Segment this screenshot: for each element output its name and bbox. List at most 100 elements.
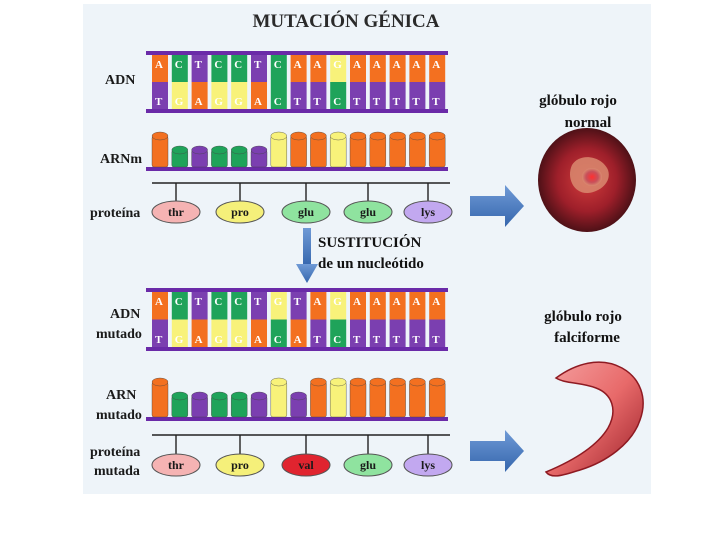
mutated-bottom-base-letter: T — [432, 334, 440, 346]
mutated-rna-base-cap — [171, 391, 189, 401]
sickle-cell-label-2: falciforme — [554, 330, 620, 346]
mutated-top-base — [152, 292, 168, 320]
normal-top-base — [369, 55, 386, 82]
normal-bottom-base-letter: C — [333, 96, 341, 108]
mutated-rna-base-cap — [151, 377, 169, 387]
normal-top-base-letter: A — [353, 59, 361, 71]
normal-bottom-base — [369, 82, 386, 109]
normal-rna-base-cap — [349, 131, 367, 141]
mutated-rna-base — [369, 381, 386, 418]
normal-bottom-base — [350, 82, 366, 109]
mutated-rna-base-cap — [191, 391, 208, 401]
mutated-top-base — [369, 292, 386, 320]
mutated-bottom-base-letter: C — [333, 334, 341, 346]
mutated-rna-base — [349, 381, 367, 418]
normal-bottom-base — [290, 82, 307, 109]
sickle-red-blood-cell — [544, 361, 644, 477]
mutated-rna-base-cap — [290, 391, 307, 401]
normal-top-base-letter: T — [195, 59, 203, 71]
mutated-top-base — [310, 292, 327, 320]
mutated-rna-base — [389, 381, 406, 418]
arrow-to-normal-cell — [470, 185, 524, 227]
mutated-amino-acid-label: glu — [360, 458, 376, 472]
normal-top-base — [211, 55, 228, 82]
mutated-bottom-base-letter: A — [294, 334, 302, 346]
normal-top-base-letter: A — [432, 59, 440, 71]
mutated-top-base — [409, 292, 426, 320]
normal-rna-base — [270, 135, 287, 168]
normal-rna-base-cap — [369, 131, 386, 141]
mutated-rna-base — [330, 381, 347, 418]
normal-rna-backbone — [146, 167, 448, 171]
mutated-top-base-letter: A — [373, 296, 381, 308]
mutated-bottom-base — [171, 319, 188, 347]
mutated-top-base-letter: G — [333, 296, 342, 308]
normal-bottom-base — [330, 82, 347, 109]
mutated-top-base-letter: A — [393, 296, 401, 308]
normal-red-blood-cell — [538, 128, 636, 232]
mutated-dna-label-1: ADN — [110, 307, 140, 322]
mutated-bottom-base — [211, 319, 228, 347]
mutated-top-base-letter: C — [234, 296, 242, 308]
mutated-rna-base-cap — [369, 377, 386, 387]
mutated-rna-base-cap — [250, 391, 268, 401]
normal-top-base-letter: T — [254, 59, 262, 71]
mutated-bottom-base-letter: T — [155, 334, 163, 346]
normal-rna-base — [310, 135, 327, 168]
normal-amino-acid — [215, 200, 265, 224]
mutated-amino-acid — [215, 453, 265, 477]
mutated-bottom-backbone — [146, 347, 448, 351]
mutated-top-base-letter: C — [175, 296, 183, 308]
normal-bottom-base-letter: T — [294, 96, 302, 108]
normal-bottom-base — [152, 82, 168, 109]
normal-rna-base-cap — [211, 145, 228, 155]
normal-top-base-letter: A — [393, 59, 401, 71]
mutated-top-base — [270, 292, 287, 320]
normal-top-base — [429, 55, 446, 82]
mutated-amino-acid — [151, 453, 201, 477]
mutated-protein-label-1: proteína — [90, 445, 140, 460]
mutated-bottom-base — [350, 319, 366, 347]
mutated-rna-base-cap — [330, 377, 347, 387]
mutated-bottom-base-letter: T — [313, 334, 321, 346]
mutated-bottom-base — [369, 319, 386, 347]
mutated-top-base — [251, 292, 267, 320]
mutated-top-base-letter: C — [214, 296, 222, 308]
normal-amino-acid-label: thr — [168, 205, 185, 219]
mutated-bottom-base-letter: A — [195, 334, 203, 346]
mutated-bottom-base-letter: G — [234, 334, 243, 346]
normal-rna-base-cap — [230, 145, 248, 155]
normal-top-base — [330, 55, 347, 82]
normal-bottom-base — [429, 82, 446, 109]
normal-top-base-letter: C — [175, 59, 183, 71]
mutated-top-base — [191, 292, 208, 320]
mutated-top-base-letter: A — [412, 296, 420, 308]
mutated-bottom-base — [389, 319, 406, 347]
normal-top-base-letter: G — [333, 59, 342, 71]
mutated-rna-base — [429, 381, 446, 418]
normal-rna-strand — [146, 131, 448, 171]
sickle-cell-label-1: glóbulo rojo — [544, 309, 622, 325]
normal-amino-acid — [281, 200, 331, 224]
normal-rna-base — [389, 135, 406, 168]
normal-bottom-base — [310, 82, 327, 109]
normal-top-backbone — [146, 51, 448, 55]
normal-top-base — [171, 55, 188, 82]
mutated-rna-label-1: ARN — [106, 388, 136, 403]
mutated-rna-label-2: mutado — [96, 408, 142, 423]
normal-top-base — [409, 55, 426, 82]
normal-top-base-letter: A — [155, 59, 163, 71]
normal-rna-base — [349, 135, 367, 168]
mutated-amino-acid-label: pro — [231, 458, 249, 472]
normal-bottom-base-letter: A — [195, 96, 203, 108]
normal-bottom-base — [231, 82, 248, 109]
mutated-bottom-base — [290, 319, 307, 347]
mutated-rna-base-cap — [429, 377, 446, 387]
normal-top-base — [350, 55, 366, 82]
normal-bottom-base-letter: G — [175, 96, 184, 108]
normal-bottom-base-letter: T — [353, 96, 361, 108]
normal-rna-base-cap — [409, 131, 426, 141]
mutated-rna-base — [409, 381, 426, 418]
